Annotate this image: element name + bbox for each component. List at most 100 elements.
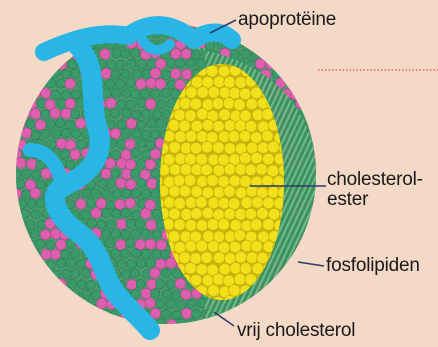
free-cholesterol-ball — [126, 179, 136, 189]
phospholipid-head-ball — [161, 88, 170, 97]
phospholipid-head-ball — [126, 238, 135, 247]
free-cholesterol-ball — [101, 68, 111, 78]
free-cholesterol-ball — [116, 178, 126, 188]
phospholipid-head-ball — [27, 199, 36, 208]
phospholipid-head-ball — [46, 120, 55, 129]
cholesterol-ester-ball — [180, 98, 192, 110]
phospholipid-head-ball — [41, 110, 50, 119]
cholesterol-ester-ball — [196, 220, 208, 232]
cholesterol-ester-ball — [190, 98, 202, 110]
cholesterol-ester-ball — [279, 296, 291, 308]
phospholipid-head-ball — [71, 90, 80, 99]
phospholipid-head-ball — [106, 220, 115, 229]
free-cholesterol-ball — [181, 49, 191, 59]
cholesterol-ester-ball — [250, 132, 262, 144]
free-cholesterol-ball — [76, 199, 86, 209]
phospholipid-head-ball — [60, 250, 69, 259]
cholesterol-ester-ball — [179, 120, 191, 132]
phospholipid-head-ball — [77, 259, 86, 268]
free-cholesterol-ball — [97, 298, 107, 308]
cholesterol-ester-ball — [186, 87, 198, 99]
phospholipid-head-ball — [306, 119, 315, 128]
cholesterol-ester-ball — [190, 274, 202, 286]
phospholipid-head-ball — [161, 309, 170, 318]
free-cholesterol-ball — [65, 140, 75, 150]
phospholipid-head-ball — [126, 100, 135, 109]
cholesterol-ester-ball — [169, 142, 181, 154]
cholesterol-ester-ball — [234, 230, 246, 242]
phospholipid-head-ball — [91, 290, 100, 299]
phospholipid-head-ball — [36, 180, 45, 189]
cholesterol-ester-ball — [235, 77, 247, 89]
cholesterol-ester-ball — [213, 187, 225, 199]
phospholipid-head-ball — [87, 218, 96, 227]
free-cholesterol-ball — [141, 288, 151, 298]
phospholipid-head-ball — [107, 60, 116, 69]
free-cholesterol-ball — [136, 79, 146, 89]
free-cholesterol-ball — [135, 239, 145, 249]
cholesterol-ester-ball — [196, 153, 208, 165]
phospholipid-head-ball — [46, 240, 55, 249]
phospholipid-head-ball — [71, 129, 80, 138]
phospholipid-head-ball — [97, 179, 106, 188]
phospholipid-head-ball — [141, 89, 150, 98]
free-cholesterol-ball — [171, 49, 181, 59]
free-cholesterol-ball — [40, 229, 50, 239]
cholesterol-ester-ball — [213, 252, 225, 264]
free-cholesterol-ball — [146, 220, 156, 230]
phospholipid-head-ball — [272, 69, 281, 78]
cholesterol-ester-ball — [208, 285, 220, 297]
phospholipid-head-ball — [157, 100, 166, 109]
cholesterol-ester-ball — [185, 262, 197, 274]
free-cholesterol-ball — [125, 139, 135, 149]
cholesterol-ester-ball — [169, 164, 181, 176]
cholesterol-ester-ball — [197, 87, 209, 99]
phospholipid-head-ball — [121, 49, 130, 58]
phospholipid-head-ball — [161, 269, 170, 278]
phospholipid-head-ball — [67, 259, 76, 268]
cholesterol-ester-ball — [185, 220, 197, 232]
free-cholesterol-ball — [115, 199, 125, 209]
free-cholesterol-ball — [30, 188, 40, 198]
phospholipid-head-ball — [126, 219, 135, 228]
label-free-cholesterol: vrij cholesterol — [237, 321, 355, 341]
phospholipid-head-ball — [130, 269, 139, 278]
cholesterol-ester-ball — [213, 142, 225, 154]
free-cholesterol-ball — [181, 308, 191, 318]
phospholipid-head-ball — [132, 210, 141, 219]
cholesterol-ester-ball — [230, 263, 242, 275]
free-cholesterol-ball — [150, 308, 160, 318]
free-cholesterol-ball — [51, 249, 61, 259]
phospholipid-head-ball — [117, 120, 126, 129]
phospholipid-head-ball — [166, 299, 175, 308]
phospholipid-head-ball — [172, 310, 181, 319]
phospholipid-head-ball — [132, 69, 141, 78]
phospholipid-head-ball — [307, 220, 316, 229]
free-cholesterol-ball — [150, 149, 160, 159]
phospholipid-head-ball — [116, 80, 125, 89]
phospholipid-head-ball — [106, 239, 115, 248]
free-cholesterol-ball — [145, 159, 155, 169]
phospholipid-head-ball — [46, 79, 55, 88]
phospholipid-head-ball — [102, 189, 111, 198]
phospholipid-head-ball — [132, 110, 141, 119]
cholesterol-ester-ball — [212, 98, 224, 110]
phospholipid-head-ball — [26, 220, 35, 229]
phospholipid-head-ball — [301, 109, 310, 118]
phospholipid-head-ball — [102, 229, 111, 238]
phospholipid-head-ball — [172, 290, 181, 299]
cholesterol-ester-ball — [201, 252, 213, 264]
cholesterol-ester-ball — [245, 208, 257, 220]
free-cholesterol-ball — [156, 259, 166, 269]
phospholipid-head-ball — [47, 140, 56, 149]
phospholipid-head-ball — [131, 229, 140, 238]
cholesterol-ester-ball — [191, 186, 203, 198]
cholesterol-ester-ball — [218, 218, 230, 230]
phospholipid-head-ball — [132, 129, 141, 138]
phospholipid-head-ball — [127, 259, 136, 268]
phospholipid-head-ball — [67, 60, 76, 69]
free-cholesterol-ball — [266, 59, 276, 69]
cholesterol-ester-ball — [263, 219, 275, 231]
cholesterol-ester-ball — [224, 208, 236, 220]
phospholipid-head-ball — [97, 220, 106, 229]
